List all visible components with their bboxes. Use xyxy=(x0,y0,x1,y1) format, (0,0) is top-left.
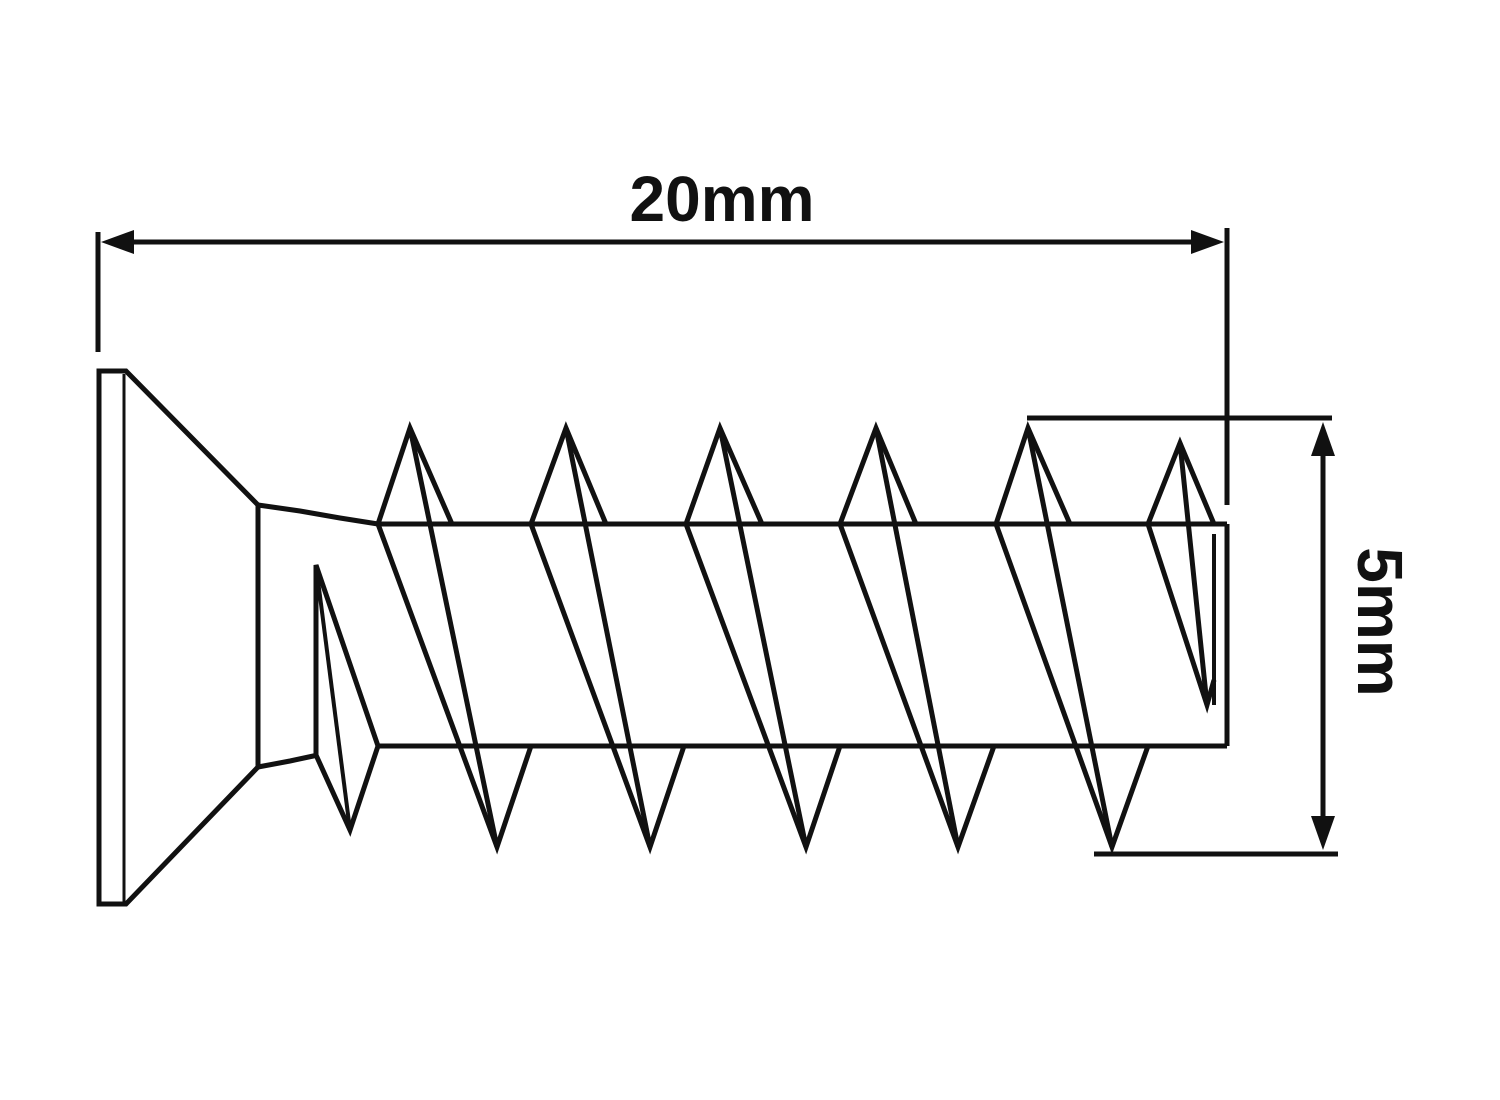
length-arrowheads xyxy=(101,230,1224,254)
thread-2-inner xyxy=(563,427,653,848)
length-dimension xyxy=(95,228,1230,505)
thread-4-flank xyxy=(837,523,997,855)
screw-drawing xyxy=(96,368,1230,907)
thread-3-flank xyxy=(683,523,843,855)
thread-2-flank xyxy=(528,523,687,855)
neck-top xyxy=(257,502,379,527)
screw-neck xyxy=(257,502,379,770)
diameter-arrow-top xyxy=(1311,422,1335,456)
diameter-arrow-bottom xyxy=(1311,816,1335,850)
thread-tip xyxy=(1145,436,1217,714)
thread-partial-bottom xyxy=(313,564,381,837)
thread-3 xyxy=(683,421,843,855)
diameter-dimension xyxy=(1027,415,1338,857)
thread-5 xyxy=(993,421,1151,855)
thread-1-flank xyxy=(375,523,534,855)
screw-core xyxy=(378,521,1230,749)
length-label: 20mm xyxy=(630,163,815,235)
thread-partial-inner xyxy=(314,564,352,831)
thread-3-inner xyxy=(717,427,809,848)
thread-1 xyxy=(375,421,534,855)
length-arrow-right xyxy=(1191,230,1224,254)
thread-partial-start xyxy=(313,564,381,837)
screw-head xyxy=(96,368,261,907)
diameter-label: 5mm xyxy=(1344,547,1416,696)
thread-4-inner xyxy=(873,427,961,848)
thread-5-flank xyxy=(993,523,1151,855)
thread-1-inner xyxy=(407,427,500,848)
thread-tip-inner xyxy=(1177,442,1210,706)
thread-4 xyxy=(837,421,997,855)
length-arrow-left xyxy=(101,230,134,254)
thread-5-inner xyxy=(1025,427,1115,848)
diameter-arrowheads xyxy=(1311,422,1335,850)
neck-bottom xyxy=(257,752,319,770)
thread-2 xyxy=(528,421,687,855)
